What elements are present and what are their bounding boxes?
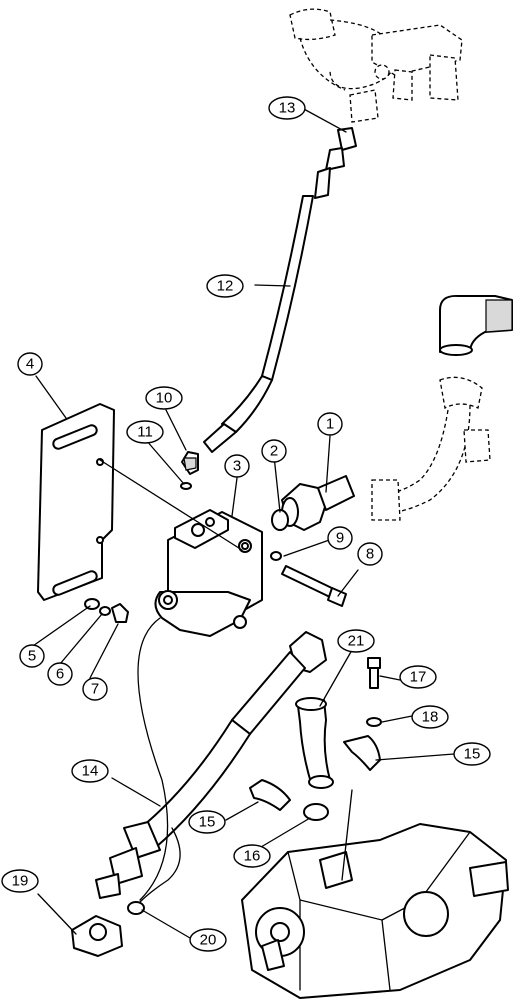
washer-9 (270, 551, 282, 561)
callout-label-14: 14 (82, 763, 99, 780)
callout-label-8: 8 (366, 546, 374, 563)
callout-15-lower: 15 (188, 810, 226, 834)
callout-label-3: 3 (233, 458, 241, 475)
callout-label-16: 16 (244, 848, 261, 865)
hydraulic-pump (241, 823, 509, 999)
callout-10: 10 (145, 386, 183, 410)
bolt-17 (367, 657, 381, 689)
right-elbow-fittings (371, 294, 513, 521)
callout-label-21: 21 (348, 633, 365, 650)
valve-body-3 (154, 509, 263, 637)
callout-label-6: 6 (56, 666, 64, 683)
callout-label-20: 20 (200, 932, 217, 949)
callout-label-4: 4 (26, 356, 34, 373)
callout-11: 11 (126, 420, 164, 444)
hose-14 (95, 631, 327, 899)
upper-manifold-outline (289, 8, 463, 123)
callout-label-1: 1 (326, 416, 334, 433)
elbow-fitting-1 (281, 475, 355, 531)
callout-9: 9 (327, 526, 353, 550)
callout-7: 7 (82, 677, 108, 701)
callout-label-13: 13 (279, 100, 296, 117)
callout-19: 19 (1, 869, 39, 893)
washer-18 (366, 717, 382, 727)
callout-12: 12 (206, 274, 244, 298)
hose-12 (203, 127, 357, 453)
callout-20: 20 (189, 928, 227, 952)
clamp-half-15-lower (249, 779, 291, 811)
callout-label-5: 5 (28, 648, 36, 665)
callout-3: 3 (224, 454, 250, 478)
callout-label-18: 18 (422, 709, 439, 726)
callout-13: 13 (268, 96, 306, 120)
callout-1: 1 (317, 412, 343, 436)
callout-16: 16 (233, 844, 271, 868)
callout-label-15-lower: 15 (199, 814, 216, 831)
leader-lines (29, 107, 455, 939)
callout-17: 17 (399, 665, 437, 689)
callout-label-12: 12 (217, 278, 234, 295)
callout-4: 4 (17, 352, 43, 376)
bracket-4 (37, 403, 115, 601)
o-ring-16 (303, 803, 329, 821)
bolt-8 (281, 565, 347, 607)
callout-5: 5 (19, 644, 45, 668)
callout-2: 2 (261, 439, 287, 463)
fitting-19 (71, 915, 123, 957)
callout-label-9: 9 (336, 530, 344, 547)
callout-15-upper: 15 (453, 742, 491, 766)
callout-label-15-upper: 15 (464, 746, 481, 763)
callout-label-11: 11 (137, 424, 153, 441)
o-ring-11 (180, 482, 192, 490)
callout-label-2: 2 (270, 443, 278, 460)
o-ring-20 (127, 901, 145, 915)
lockwasher-6 (99, 606, 111, 616)
callout-label-7: 7 (91, 681, 99, 698)
o-ring-2 (271, 509, 289, 531)
callout-8: 8 (357, 542, 383, 566)
callout-6: 6 (47, 662, 73, 686)
nut-7 (111, 603, 129, 623)
fitting-10 (181, 451, 199, 475)
callout-14: 14 (71, 759, 109, 783)
tube-21 (295, 697, 334, 789)
callout-21: 21 (337, 629, 375, 653)
callout-label-17: 17 (410, 669, 427, 686)
callout-18: 18 (411, 705, 449, 729)
callout-label-19: 19 (12, 873, 29, 890)
clamp-half-15-upper (343, 735, 381, 771)
callout-label-10: 10 (156, 390, 173, 407)
